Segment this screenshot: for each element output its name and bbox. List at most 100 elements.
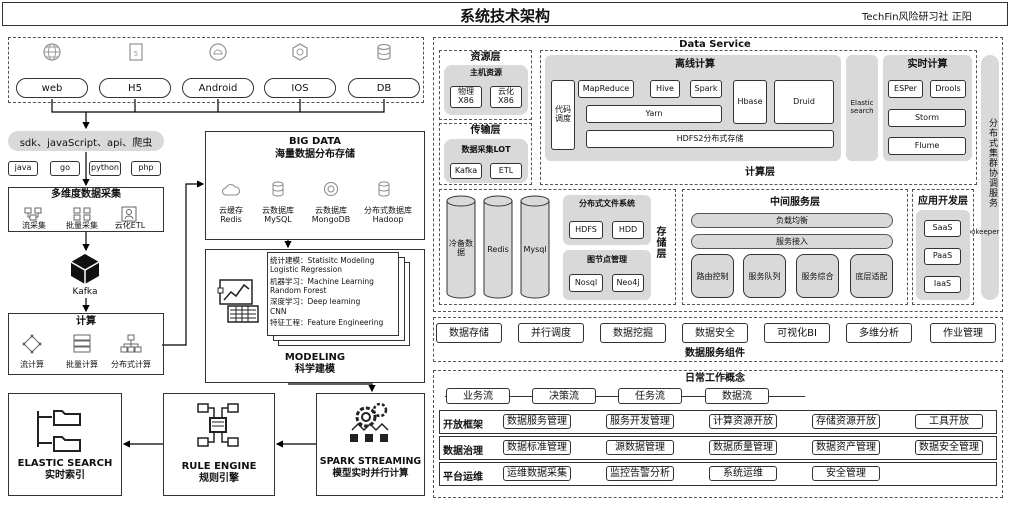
comp-job-management[interactable]: 作业管理 bbox=[930, 323, 996, 343]
compute-batch: 批量计算 bbox=[66, 360, 98, 369]
route-control[interactable]: 路由控制 bbox=[691, 254, 734, 298]
collect-stream: 流采集 bbox=[22, 221, 46, 230]
service-integration[interactable]: 服务综合 bbox=[796, 254, 839, 298]
cloud-x86[interactable]: 云化 X86 bbox=[490, 86, 522, 108]
code-scheduler[interactable]: 代码调度 bbox=[551, 80, 575, 150]
ops-item-2[interactable]: 监控告警分析 bbox=[606, 466, 674, 481]
store-redis-name: Redis bbox=[220, 215, 242, 224]
transport-kafka[interactable]: Kafka bbox=[450, 163, 482, 179]
open-item-5[interactable]: 工具开放 bbox=[915, 414, 983, 429]
druid-box[interactable]: Druid bbox=[774, 80, 834, 124]
esper-box[interactable]: ESPer bbox=[888, 80, 923, 98]
bigdata-panel bbox=[205, 131, 425, 240]
svg-text:5: 5 bbox=[134, 50, 138, 58]
gov-item-4[interactable]: 数据资产管理 bbox=[812, 440, 880, 455]
comp-data-security[interactable]: 数据安全 bbox=[682, 323, 748, 343]
comp-visual-bi[interactable]: 可视化BI bbox=[764, 323, 830, 343]
comp-data-mining[interactable]: 数据挖掘 bbox=[600, 323, 666, 343]
rule-engine-icon bbox=[197, 403, 239, 447]
lang-go[interactable]: go bbox=[50, 161, 80, 176]
client-web[interactable]: web bbox=[16, 78, 88, 98]
drools-box[interactable]: Drools bbox=[930, 80, 966, 98]
service-queue[interactable]: 服务队列 bbox=[743, 254, 786, 298]
lot-title: 数据采集LOT bbox=[461, 145, 511, 154]
flow-decision[interactable]: 决策流 bbox=[532, 388, 596, 404]
comp-olap[interactable]: 多维分析 bbox=[846, 323, 912, 343]
compute-layer-title: 计算层 bbox=[745, 167, 775, 178]
comp-parallel-scheduling[interactable]: 并行调度 bbox=[518, 323, 584, 343]
rule-engine-subtitle: 规则引擎 bbox=[199, 473, 239, 484]
collect-batch: 批量采集 bbox=[66, 221, 98, 230]
elastic-search-box[interactable] bbox=[846, 55, 878, 161]
lang-php[interactable]: php bbox=[131, 161, 161, 176]
lang-java[interactable]: java bbox=[8, 161, 38, 176]
neo4j-box[interactable]: Neo4j bbox=[612, 274, 644, 292]
modeling-line-7: 特征工程：Feature Engineering bbox=[270, 318, 384, 327]
client-db[interactable]: DB bbox=[348, 78, 420, 98]
flume-box[interactable]: Flume bbox=[888, 137, 966, 155]
open-item-4[interactable]: 存储资源开放 bbox=[812, 414, 880, 429]
flow-task[interactable]: 任务流 bbox=[618, 388, 682, 404]
lang-python[interactable]: python bbox=[89, 161, 121, 176]
android-icon bbox=[209, 43, 227, 61]
realtime-compute-title: 实时计算 bbox=[907, 59, 948, 70]
open-item-2[interactable]: 服务开发管理 bbox=[606, 414, 674, 429]
flow-business[interactable]: 业务流 bbox=[446, 388, 510, 404]
spark-subtitle: 模型实时并行计算 bbox=[332, 468, 409, 479]
client-h5[interactable]: H5 bbox=[99, 78, 171, 98]
hdd-box[interactable]: HDD bbox=[612, 221, 644, 239]
gov-item-5[interactable]: 数据安全管理 bbox=[915, 440, 983, 455]
open-item-3[interactable]: 计算资源开放 bbox=[709, 414, 777, 429]
daily-work-panel bbox=[433, 370, 1003, 498]
dfs-title: 分布式文件系统 bbox=[579, 199, 635, 208]
yarn-box[interactable]: Yarn bbox=[586, 105, 722, 123]
daily-row-governance bbox=[439, 436, 997, 460]
gov-item-3[interactable]: 数据质量管理 bbox=[709, 440, 777, 455]
open-item-1[interactable]: 数据服务管理 bbox=[503, 414, 571, 429]
comp-data-storage[interactable]: 数据存储 bbox=[436, 323, 502, 343]
collect-cloud-etl: 云化ETL bbox=[114, 221, 146, 230]
header-bar bbox=[2, 2, 1008, 26]
store-mysql-name: MySQL bbox=[264, 215, 292, 224]
storm-box[interactable]: Storm bbox=[888, 109, 966, 127]
saas-box[interactable]: SaaS bbox=[924, 220, 961, 237]
nosql-box[interactable]: Nosql bbox=[569, 274, 603, 292]
transport-etl[interactable]: ETL bbox=[490, 163, 522, 179]
client-android[interactable]: Android bbox=[182, 78, 254, 98]
modeling-title: MODELING bbox=[284, 352, 346, 363]
sdk-bar[interactable]: sdk、javaScript、api、爬虫 bbox=[8, 131, 164, 151]
iaas-box[interactable]: IaaS bbox=[924, 276, 961, 293]
ops-item-3[interactable]: 系统运维 bbox=[709, 466, 777, 481]
hbase-box[interactable]: Hbase bbox=[733, 80, 767, 124]
mapreduce-box[interactable]: MapReduce bbox=[578, 80, 634, 98]
rule-engine-panel bbox=[163, 393, 275, 496]
gov-item-2[interactable]: 源数据管理 bbox=[606, 440, 674, 455]
compute-distributed: 分布式计算 bbox=[111, 360, 151, 369]
folder-tree-icon bbox=[37, 410, 81, 452]
hdfs-box[interactable]: HDFS bbox=[569, 221, 603, 239]
gov-item-1[interactable]: 数据标准管理 bbox=[503, 440, 571, 455]
spark-box[interactable]: Spark bbox=[690, 80, 722, 98]
ops-item-4[interactable]: 安全管理 bbox=[812, 466, 880, 481]
physical-x86[interactable]: 物理 X86 bbox=[450, 86, 482, 108]
flow-data[interactable]: 数据流 bbox=[705, 388, 769, 404]
transport-layer-title: 传输层 bbox=[470, 125, 501, 136]
hdfs2-box[interactable]: HDFS2分布式存储 bbox=[586, 130, 834, 148]
load-balance-bar[interactable]: 负载均衡 bbox=[691, 213, 893, 228]
client-ios[interactable]: IOS bbox=[264, 78, 336, 98]
batch-compute-icon bbox=[73, 334, 91, 353]
resource-layer bbox=[439, 50, 532, 120]
db-icon bbox=[377, 43, 391, 61]
daily-row-open-label: 开放框架 bbox=[443, 420, 483, 431]
compute-panel bbox=[8, 313, 164, 375]
hive-box[interactable]: Hive bbox=[650, 80, 680, 98]
paas-box[interactable]: PaaS bbox=[924, 248, 961, 265]
distributed-compute-icon bbox=[120, 334, 142, 353]
base-adapter[interactable]: 底层适配 bbox=[850, 254, 893, 298]
elastic-title: ELASTIC SEARCH bbox=[17, 458, 113, 469]
zookeeper-bar bbox=[981, 55, 999, 300]
ops-item-1[interactable]: 运维数据采集 bbox=[503, 466, 571, 481]
service-access-bar[interactable]: 服务接入 bbox=[691, 234, 893, 249]
store-mysql-cat: 云数据库 bbox=[262, 206, 294, 215]
mysql-db-icon bbox=[272, 181, 284, 197]
